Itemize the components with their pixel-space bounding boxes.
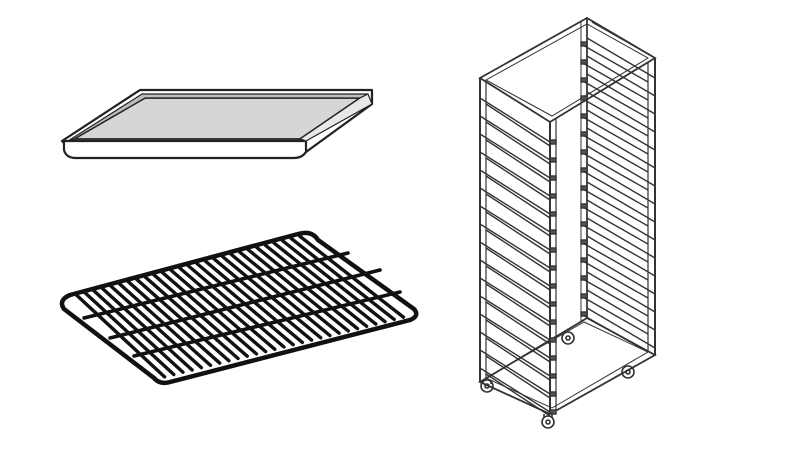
rack-shelf-runner [580,91,656,137]
rack-shelf-runner [479,169,551,219]
rack-shelf-tab [549,229,557,235]
rack-shelf-tab [580,113,588,119]
rack-shelf-tab [549,373,557,379]
rack-shelf-runner [479,349,551,399]
rack-shelf-runner [580,217,656,263]
rack-shelf-runner [479,331,551,381]
rack-shelf-runner [580,271,656,317]
rack-shelf-runner [580,235,656,281]
rack-shelf-tab [549,175,557,181]
rack-shelf-tab [580,167,588,173]
rack-shelf-runner [580,289,656,335]
caster-wheel [480,379,494,393]
rack-shelf-tab [549,265,557,271]
rack-shelf-runner [479,313,551,363]
rack-shelf-tab [580,221,588,227]
rack-shelf-tab [549,157,557,163]
rack-shelf-runner [479,187,551,237]
rack-shelf-tab [580,257,588,263]
rack-shelf-runner [580,181,656,227]
rack-shelf-tab [549,193,557,199]
caster-wheel [561,331,575,345]
rack-shelf-tab [549,283,557,289]
rack-shelf-tab [549,139,557,145]
rack-shelf-runner [580,253,656,299]
rack-shelf-tab [580,239,588,245]
wire-grid-icon [59,230,419,386]
rack-shelf-tab [580,275,588,281]
rack-shelf-runner [479,205,551,255]
rack-shelf-runner [580,109,656,155]
rack-shelf-runner [580,37,656,83]
rack-shelf-runner [580,163,656,209]
rack-shelf-tab [549,301,557,307]
rack-shelf-runner [479,151,551,201]
rack-shelf-runner [479,223,551,273]
rack-shelf-runner [580,307,656,353]
rack-shelf-runner [479,259,551,309]
rack-shelf-tab [549,355,557,361]
rack-shelf-tab [549,337,557,343]
rack-shelf-runner [479,277,551,327]
baking-tray-icon [60,88,374,160]
rack-shelf-tab [580,203,588,209]
rack-shelf-runner [580,127,656,173]
rack-shelf-tab [580,149,588,155]
rack-shelf-tab [580,293,588,299]
rack-shelf-tab [549,319,557,325]
rack-shelf-runner [479,97,551,147]
rack-shelf-tab [580,77,588,83]
rack-shelf-runner [479,241,551,291]
rack-shelf-tab [580,41,588,47]
rack-shelf-tab [549,211,557,217]
rack-shelf-tab [549,247,557,253]
rack-shelf-runner [580,145,656,191]
rack-shelf-tab [580,59,588,65]
rack-shelf-runner [479,133,551,183]
rack-shelf-runner [479,295,551,345]
rack-shelf-runner [580,55,656,101]
rack-shelf-tab [580,95,588,101]
rack-shelf-runner [580,73,656,119]
rack-shelf-runner [479,367,551,417]
rack-shelf-tab [580,185,588,191]
rack-shelf-tab [580,131,588,137]
rack-shelf-tab [580,311,588,317]
rack-trolley-icon [478,16,657,429]
rack-shelf-tab [549,409,557,415]
caster-wheel [541,414,555,429]
rack-shelf-runner [479,115,551,165]
caster-wheel [621,365,635,379]
rack-shelf-tab [549,391,557,397]
rack-shelf-runner [580,199,656,245]
